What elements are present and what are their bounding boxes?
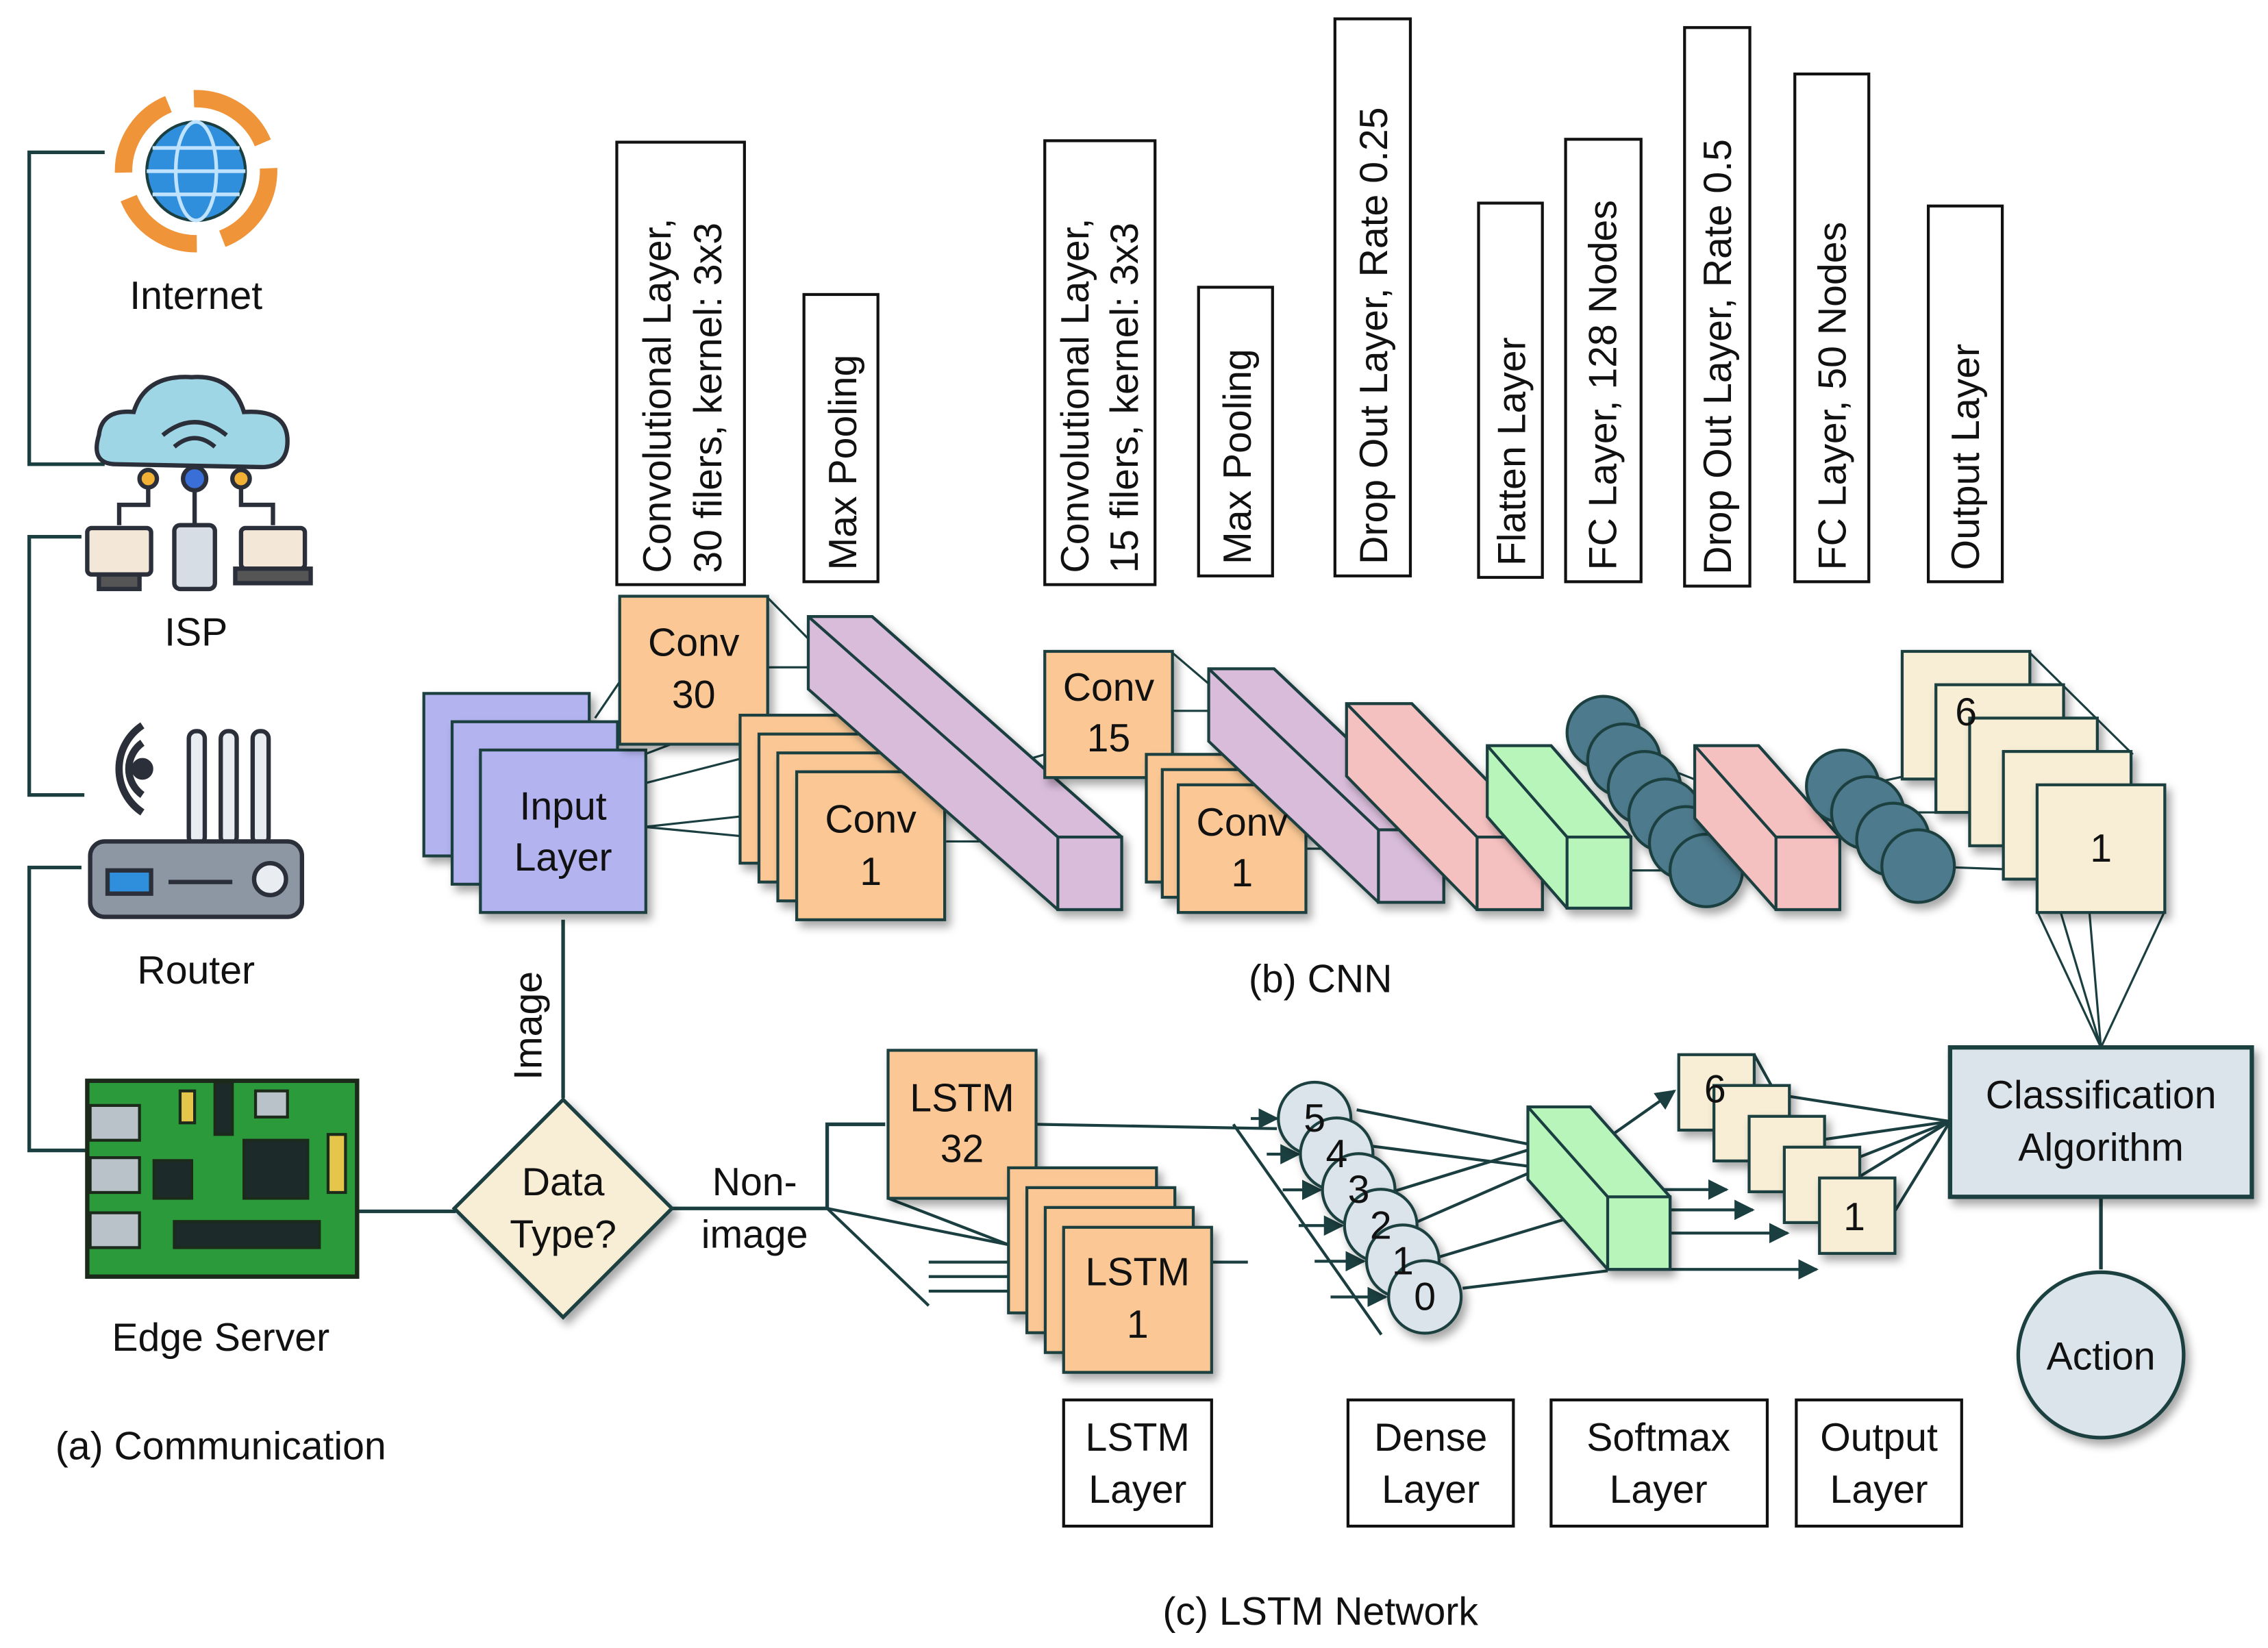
cnn-layer-label-output: Output Layer — [1926, 204, 2004, 584]
conv1b-line2: 1 — [1231, 851, 1253, 895]
internet-label: Internet — [129, 274, 262, 318]
svg-text:Drop Out Layer, Rate 0.25: Drop Out Layer, Rate 0.25 — [1352, 107, 1396, 564]
svg-text:30 filers, kernel: 3x3: 30 filers, kernel: 3x3 — [686, 223, 730, 573]
svg-text:Max Pooling: Max Pooling — [1216, 349, 1260, 564]
cnn-layer-label-dropout1: Drop Out Layer, Rate 0.25 — [1333, 17, 1412, 577]
classification-algorithm-box — [1947, 1045, 2254, 1199]
lstm32-line2: 32 — [940, 1127, 984, 1171]
classifier-line2: Algorithm — [2018, 1125, 2183, 1169]
svg-text:Dense: Dense — [1374, 1416, 1487, 1460]
action-node — [2016, 1270, 2186, 1440]
svg-text:Convolutional Layer,: Convolutional Layer, — [1054, 219, 1097, 573]
dense-prism — [1526, 1105, 1672, 1271]
isp-cloud-icon — [85, 375, 313, 592]
lstm-label-softmax: Softmax Layer — [1549, 1398, 1769, 1528]
cnn-caption: (b) CNN — [1249, 958, 1393, 1001]
cnn-layer-label-conv15: Convolutional Layer, 15 filers, kernel: … — [1043, 139, 1157, 586]
lstm-label-lstm: LSTM Layer — [1062, 1398, 1213, 1528]
conv15-line1: Conv — [1063, 666, 1155, 710]
nonimage-label-line1: Non- — [712, 1160, 797, 1204]
conv1a-line1: Conv — [825, 798, 917, 842]
dense-node-label: 1 — [1392, 1239, 1414, 1283]
svg-text:Layer: Layer — [1830, 1468, 1928, 1512]
lstm-feature-map — [1062, 1225, 1213, 1374]
edge-server-label: Edge Server — [112, 1316, 329, 1360]
softmax-output-map — [1818, 1176, 1897, 1256]
svg-text:Drop Out Layer, Rate 0.5: Drop Out Layer, Rate 0.5 — [1696, 139, 1740, 575]
svg-text:Max Pooling: Max Pooling — [821, 355, 865, 571]
communication-caption: (a) Communication — [55, 1425, 386, 1469]
dense-node-label: 5 — [1304, 1097, 1325, 1140]
decision-connectors — [561, 919, 886, 1210]
nonimage-label-line2: image — [701, 1212, 808, 1256]
svg-text:Output Layer: Output Layer — [1944, 344, 1988, 571]
softmax-top: 6 — [1704, 1068, 1726, 1112]
cnn-output-map — [2035, 783, 2167, 914]
dense-node-label: 0 — [1414, 1275, 1436, 1319]
dense-node-label: 2 — [1370, 1203, 1392, 1247]
router-label: Router — [137, 949, 255, 992]
communication-panel — [27, 150, 456, 1214]
cnn-layer-label-fc50: FC Layer, 50 Nodes — [1793, 72, 1871, 584]
input-layer-map — [479, 748, 647, 914]
cnn-output-top: 6 — [1955, 690, 1977, 734]
svg-text:LSTM: LSTM — [1086, 1416, 1190, 1460]
dense-node-label: 4 — [1325, 1132, 1347, 1176]
svg-text:15 filers, kernel: 3x3: 15 filers, kernel: 3x3 — [1103, 223, 1147, 573]
conv30-line1: Conv — [648, 621, 740, 664]
lstm1-line1: LSTM — [1086, 1251, 1190, 1295]
router-icon — [88, 722, 305, 919]
dense-node — [1387, 1259, 1463, 1335]
cnn-output-bottom: 1 — [2090, 827, 2112, 871]
cnn-layer-label-dropout2: Drop Out Layer, Rate 0.5 — [1683, 26, 1752, 588]
decision-line1: Data — [522, 1160, 605, 1204]
svg-text:FC Layer, 50 Nodes: FC Layer, 50 Nodes — [1810, 222, 1854, 570]
cnn-layer-label-maxpool1: Max Pooling — [802, 292, 880, 584]
cnn-layer-label-fc128: FC Layer, 128 Nodes — [1564, 138, 1643, 584]
conv-feature-map — [795, 770, 947, 921]
cnn-layer-label-maxpool2: Max Pooling — [1197, 286, 1274, 577]
svg-text:Layer: Layer — [1610, 1468, 1708, 1512]
decision-line2: Type? — [510, 1212, 616, 1256]
data-type-decision — [451, 1097, 675, 1320]
svg-text:Layer: Layer — [1382, 1468, 1480, 1512]
lstm-layers — [886, 1049, 1897, 1374]
maxpool2-prism — [1207, 667, 1445, 904]
maxpool1-prism — [806, 615, 1123, 912]
lstm1-line2: 1 — [1127, 1303, 1149, 1347]
cnn-layer-label-flatten: Flatten Layer — [1477, 201, 1544, 579]
svg-text:Output: Output — [1820, 1416, 1938, 1460]
conv1a-line2: 1 — [860, 850, 882, 894]
edge-server-board-icon — [85, 1078, 360, 1279]
classifier-line1: Classification — [1986, 1073, 2217, 1117]
action-label: Action — [2047, 1334, 2156, 1378]
input-layer-line2: Layer — [514, 836, 612, 879]
svg-text:FC Layer, 128 Nodes: FC Layer, 128 Nodes — [1582, 200, 1625, 570]
svg-text:Convolutional Layer,: Convolutional Layer, — [636, 219, 680, 573]
svg-text:Softmax: Softmax — [1586, 1416, 1730, 1460]
conv15-line2: 15 — [1087, 716, 1131, 760]
fc50-node — [1880, 828, 1956, 904]
dropout2-prism — [1693, 744, 1842, 912]
isp-label: ISP — [164, 610, 227, 654]
internet-globe-icon — [114, 90, 277, 253]
conv30-line2: 30 — [672, 673, 716, 717]
lstm32-line1: LSTM — [910, 1076, 1014, 1120]
lstm-label-dense: Dense Layer — [1346, 1398, 1515, 1528]
cnn-layer-label-conv30: Convolutional Layer, 30 filers, kernel: … — [615, 140, 746, 586]
image-branch-label: Image — [506, 971, 550, 1080]
flatten-prism — [1486, 744, 1633, 910]
dense-node-label: 3 — [1348, 1168, 1370, 1212]
input-layer-line1: Input — [519, 785, 606, 829]
softmax-bottom: 1 — [1843, 1195, 1865, 1239]
svg-text:Flatten Layer: Flatten Layer — [1490, 337, 1534, 566]
svg-text:Layer: Layer — [1088, 1468, 1186, 1512]
cnn-layers — [422, 595, 2167, 921]
lstm-caption: (c) LSTM Network — [1162, 1590, 1478, 1634]
conv1b-line1: Conv — [1197, 801, 1288, 845]
lstm-label-output: Output Layer — [1795, 1398, 1963, 1528]
